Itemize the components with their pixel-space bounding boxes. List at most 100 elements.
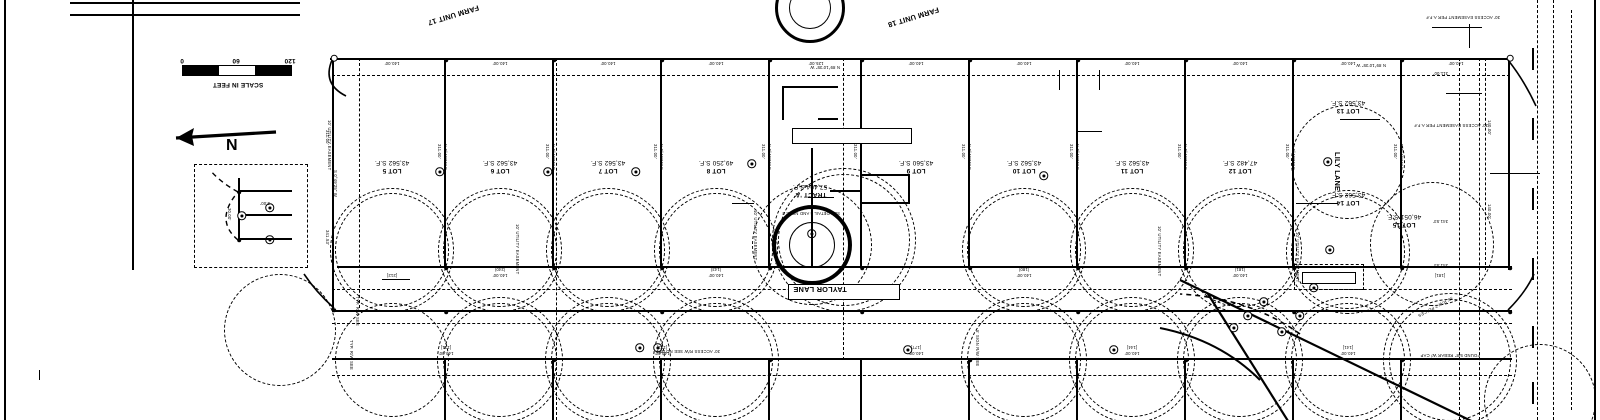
- scale-tick-0: 0: [180, 57, 184, 64]
- frontage-bracket: [143]: [710, 267, 722, 272]
- note-utility-easement-4: 10' UTILITY EASEMENT: [515, 224, 520, 275]
- lot-area-5: 43,562 S.F.: [374, 159, 410, 166]
- boundary-west-dim-2: 140.00': [1487, 204, 1492, 220]
- survey-monument: [631, 167, 641, 177]
- frontage-dim: 140.00': [708, 61, 724, 66]
- frontage-dim: 140.00': [1232, 273, 1248, 278]
- boundary-east-chord: 341.53': [325, 230, 330, 246]
- frontage-dim: 140.00': [1124, 351, 1140, 356]
- frontage-dim: 140.00': [708, 273, 724, 278]
- title-block-edge: [132, 0, 134, 270]
- boundary-dim-mid-2: 341.53': [1432, 263, 1448, 268]
- note-typ-rw-2: TYP. R/W SEE: [355, 296, 360, 327]
- frontage-dim: 140.00': [1340, 351, 1356, 356]
- survey-monument: [635, 343, 645, 353]
- extension-line: [1490, 173, 1540, 174]
- frontage-dim: 140.00': [1232, 61, 1248, 66]
- scale-bar: [182, 65, 292, 76]
- frontage-bracket: [141]: [1342, 345, 1354, 350]
- lot-depth-bearing: N 0°49'25" E: [659, 144, 664, 171]
- frontage-bracket: [180]: [1018, 267, 1030, 272]
- street-label-lily-lane: LILY LANE: [1333, 152, 1342, 192]
- lot-depth-dim: 311.00': [1069, 144, 1074, 159]
- note-found-rebar: FOUND 5/8" REBAR W/ CAP: [1420, 353, 1480, 358]
- boundary-bearing-north: N 89°10'35" W: [1356, 63, 1386, 68]
- frontage-dim: 140.00': [438, 351, 454, 356]
- lot-area-14: 43,562 S.F.: [1330, 191, 1366, 198]
- margin-tick: [1532, 258, 1534, 280]
- tract-a-area: 57,404 S.F.: [792, 183, 828, 190]
- extension-line: [382, 279, 410, 280]
- lot-label-14: LOT 14: [1336, 199, 1360, 206]
- svg-text:N: N: [226, 137, 238, 154]
- lot-label-13: LOT 13: [1336, 107, 1360, 114]
- lot-depth-dim: 311.00': [1393, 144, 1398, 159]
- frontage-dim: 140.00': [1124, 61, 1140, 66]
- sheet-border-right: [1594, 0, 1596, 420]
- scale-title: SCALE IN FEET: [212, 81, 264, 88]
- detail-curve: [209, 169, 239, 241]
- frontage-dim: 140.00': [600, 61, 616, 66]
- scale-tick-120: 120: [284, 57, 296, 64]
- note-typ-rw: TYP. R/W SEE: [349, 340, 354, 371]
- note-utility-easement-5: 10' UTILITY EASEMENT: [327, 120, 332, 171]
- frontage-bracket: [181]: [1234, 267, 1246, 272]
- margin-tick: [1532, 188, 1534, 210]
- lot-label-11: LOT 11: [1120, 167, 1144, 174]
- survey-monument: [1295, 311, 1305, 321]
- title-block-rule-2: [70, 1, 300, 4]
- margin-tick: [1532, 326, 1534, 348]
- margin-tick: [1532, 118, 1534, 140]
- margin-tick: [1532, 382, 1534, 404]
- extension-line: [1432, 27, 1482, 28]
- north-arrow-icon: N: [175, 128, 277, 154]
- frontage-dim: 140.00': [1340, 61, 1356, 66]
- lot-label-15: LOT 15: [1392, 221, 1416, 228]
- title-block-rule: [70, 13, 300, 16]
- frontage-dim: 140.00': [492, 273, 508, 278]
- leader-line: [808, 197, 834, 198]
- extension-line: [1099, 70, 1100, 90]
- survey-monument: [1277, 327, 1287, 337]
- survey-monument: [1229, 323, 1239, 333]
- margin-dash-line: [1571, 10, 1572, 410]
- survey-monument: [1323, 157, 1333, 167]
- survey-monument: [1109, 345, 1119, 355]
- lot-depth-dim: 311.00': [853, 144, 858, 159]
- extension-line: [1059, 70, 1060, 90]
- note-access-rw: 30' ACCESS R/W SEE NOTE 1: [656, 349, 720, 354]
- boundary-bearing-north-2: N 89°10'35" W: [810, 65, 840, 70]
- leader-line: [1340, 119, 1380, 120]
- frontage-bracket: [181]: [1434, 273, 1446, 278]
- lot-label-9: LOT 9: [906, 167, 926, 174]
- extension-line: [1446, 93, 1482, 94]
- frontage-bracket: [212]: [386, 273, 398, 278]
- survey-monument: [1259, 297, 1269, 307]
- lot-area-6: 43,562 S.F.: [482, 159, 518, 166]
- note-utility-easement-3: 10' UTILITY EASEMENT: [1157, 226, 1162, 277]
- lot-depth-dim: 311.00': [653, 144, 658, 159]
- lot-area-9: 43,560 S.F.: [898, 159, 934, 166]
- boundary-dim-north: 311.00': [1433, 71, 1448, 76]
- survey-monument: [1243, 311, 1253, 321]
- lot-area-13: 43,562 S.F.: [1330, 99, 1366, 106]
- lot-depth-bearing: N 0°49'25" E: [967, 144, 972, 171]
- lot-area-7: 43,562 S.F.: [590, 159, 626, 166]
- frontage-bracket: [177]: [910, 345, 922, 350]
- frontage-dim: 140.00': [1448, 61, 1464, 66]
- detail-tag-inner: [1302, 272, 1356, 284]
- margin-tick: [1532, 48, 1534, 70]
- survey-monument: [1039, 171, 1049, 181]
- note-see-detail: SEE DETAIL 5 AND NOTE 2: [782, 211, 840, 216]
- survey-monument: [747, 159, 757, 169]
- lot-label-8: LOT 8: [706, 167, 726, 174]
- boundary-dim-mid: 341.53': [1432, 219, 1448, 224]
- lot-depth-dim: 311.00': [437, 144, 442, 159]
- lot-area-15: 46,051 S.F.: [1386, 213, 1422, 220]
- lot-area-8: 49,250 S.F.: [698, 159, 734, 166]
- note-sign-rw: 5' SIGN R/W SEE: [975, 330, 980, 367]
- frontage-dim: 140.00': [384, 61, 400, 66]
- lot-label-12: LOT 12: [1228, 167, 1252, 174]
